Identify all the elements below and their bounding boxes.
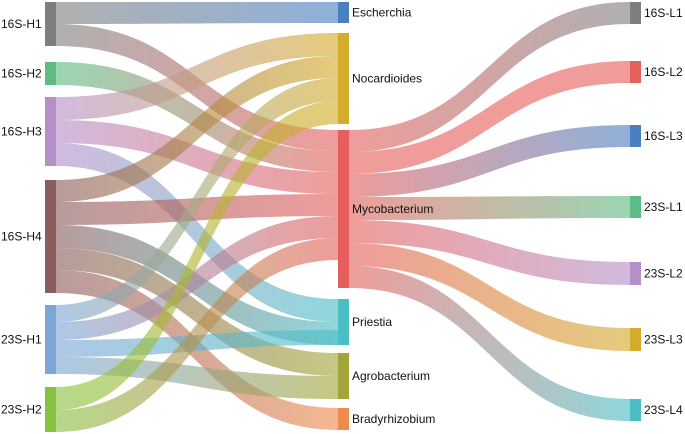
link-16s-h3-to-mycobacterium (56, 120, 338, 194)
node-16s-h2 (45, 62, 56, 85)
node-23s-h1 (45, 305, 56, 374)
node-23s-h2 (45, 387, 56, 432)
link-mycobacterium-to-23s-l3 (349, 243, 630, 351)
label-16s-h1: 16S-H1 (1, 17, 42, 31)
label-16s-h3: 16S-H3 (1, 125, 42, 139)
node-23s-l4 (630, 399, 641, 421)
link-16s-h3-to-nocardioides (56, 33, 338, 120)
node-23s-l1 (630, 196, 641, 218)
node-nocardioides (338, 33, 349, 124)
node-16s-h1 (45, 2, 56, 46)
label-23s-h1: 23S-H1 (1, 333, 42, 347)
node-16s-l3 (630, 125, 641, 147)
node-mycobacterium (338, 130, 349, 288)
link-23s-h1-to-mycobacterium (56, 216, 338, 340)
node-16s-h3 (45, 97, 56, 166)
link-23s-h2-to-nocardioides (56, 101, 338, 410)
node-23s-l3 (630, 328, 641, 351)
node-escherchia (338, 2, 349, 23)
link-mycobacterium-to-23s-l4 (349, 266, 630, 421)
link-23s-h1-to-nocardioides (56, 78, 338, 322)
label-16s-l2: 16S-L2 (644, 65, 683, 79)
label-mycobacterium: Mycobacterium (352, 202, 433, 216)
link-16s-h1-to-escherchia (56, 2, 338, 24)
label-23s-l1: 23S-L1 (644, 200, 683, 214)
link-mycobacterium-to-16s-l1 (349, 2, 630, 152)
label-23s-l4: 23S-L4 (644, 403, 683, 417)
label-23s-l2: 23S-L2 (644, 267, 683, 281)
link-16s-h4-to-nocardioides (56, 56, 338, 202)
label-23s-l3: 23S-L3 (644, 333, 683, 347)
label-16s-l3: 16S-L3 (644, 129, 683, 143)
links-layer (56, 2, 630, 432)
node-16s-h4 (45, 180, 56, 293)
link-23s-h2-to-mycobacterium (56, 238, 338, 432)
label-16s-h2: 16S-H2 (1, 67, 42, 81)
label-bradyrhizobium: Bradyrhizobium (352, 412, 435, 426)
link-mycobacterium-to-16s-l2 (349, 61, 630, 174)
labels-layer: 16S-H1 16S-H2 16S-H3 16S-H4 23S-H1 23S-H2 Esch… (1, 6, 683, 427)
label-nocardioides: Nocardioides (352, 72, 422, 86)
label-23s-h2: 23S-H2 (1, 403, 42, 417)
label-16s-l1: 16S-L1 (644, 6, 683, 20)
node-16s-l1 (630, 2, 641, 24)
node-priestia (338, 299, 349, 345)
label-priestia: Priestia (352, 315, 392, 329)
link-16s-h3-to-priestia (56, 143, 338, 322)
nodes-layer (45, 2, 641, 432)
label-agrobacterium: Agrobacterium (352, 369, 430, 383)
node-16s-l2 (630, 61, 641, 83)
link-mycobacterium-to-23s-l2 (349, 220, 630, 285)
node-bradyrhizobium (338, 408, 349, 430)
link-mycobacterium-to-16s-l3 (349, 125, 630, 197)
link-mycobacterium-to-23s-l1 (349, 196, 630, 220)
label-16s-h4: 16S-H4 (1, 230, 42, 244)
node-agrobacterium (338, 353, 349, 399)
label-escherchia: Escherchia (352, 6, 412, 20)
node-23s-l2 (630, 262, 641, 285)
